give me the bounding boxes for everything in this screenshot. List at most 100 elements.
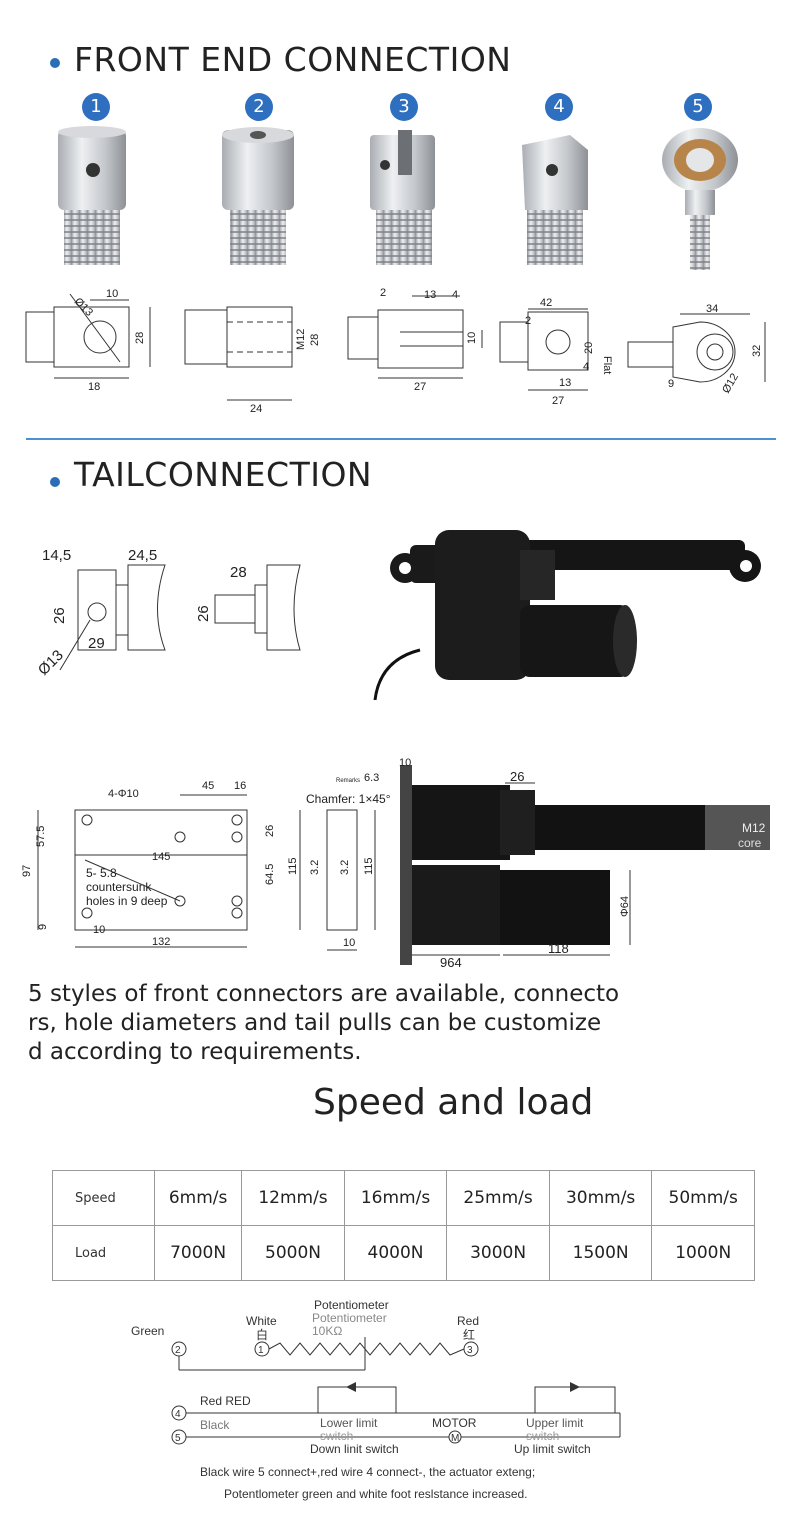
d4-a: 2 — [525, 315, 531, 327]
d4-flat-label: Flat — [601, 356, 613, 374]
m-csk1: 5- 5.8 — [86, 866, 117, 880]
d4-c: 4 — [583, 361, 589, 373]
connector-photo-5 — [662, 128, 738, 270]
description-line: 5 styles of front connectors are availab… — [28, 981, 620, 1007]
w-red-cn: 红 — [463, 1327, 475, 1342]
w-white-cn: 白 — [256, 1327, 268, 1342]
table-row: Load 7000N 5000N 4000N 3000N 1500N 1000N — [52, 1225, 755, 1281]
t1-dia: Ø13 — [35, 647, 67, 679]
m-s-label: Remarks — [336, 778, 360, 784]
description-line: d according to requirements. — [28, 1039, 362, 1065]
w-n5: 5 — [175, 1433, 181, 1444]
w-red-red: Red RED — [200, 1394, 251, 1408]
description-line: rs, hole diameters and tail pulls can be… — [28, 1010, 602, 1036]
m-64: 64.5 — [264, 864, 276, 885]
w-lower2: switch — [320, 1429, 353, 1443]
d1-len: 18 — [88, 381, 100, 393]
t1-b: 24,5 — [128, 547, 157, 564]
m-s-115: 115 — [363, 857, 375, 875]
badge-4: 4 — [545, 93, 573, 121]
table-cell: 7000N — [153, 1225, 243, 1281]
d4-top: 42 — [540, 297, 552, 309]
m-97: 97 — [21, 865, 33, 877]
w-down: Down linit switch — [310, 1442, 399, 1456]
d4-len: 27 — [552, 395, 564, 407]
badge-1: 1 — [82, 93, 110, 121]
w-up: Up limit switch — [514, 1442, 591, 1456]
d3-len: 27 — [414, 381, 426, 393]
m-s-10: 10 — [343, 937, 355, 949]
w-n4: 4 — [175, 1409, 181, 1420]
table-cell: 50mm/s — [651, 1170, 755, 1226]
d2-h: 28 — [309, 334, 321, 346]
table-cell: 3000N — [446, 1225, 550, 1281]
m-s-63: 6.3 — [364, 772, 379, 784]
m-core: core — [738, 836, 762, 850]
w-pot3: 10KΩ — [312, 1324, 342, 1338]
badge-2: 2 — [245, 93, 273, 121]
m-m118: 118 — [548, 941, 569, 956]
d5-top: 34 — [706, 303, 718, 315]
table-cell: 5000N — [241, 1225, 345, 1281]
w-n1: 1 — [258, 1345, 264, 1356]
w-green: Green — [131, 1324, 164, 1338]
m-45: 45 — [202, 780, 214, 792]
table-cell: 6mm/s — [153, 1170, 243, 1226]
t2-a: 28 — [230, 564, 247, 581]
w-pot: Potentiometer — [314, 1298, 389, 1312]
w-motor: MOTOR — [432, 1416, 477, 1430]
t1-d: 29 — [88, 635, 105, 652]
d1-dia: Ø13 — [72, 296, 95, 319]
m-m26: 26 — [510, 769, 524, 784]
bullet-icon — [50, 58, 60, 68]
w-black: Black — [200, 1418, 230, 1432]
d2-len: 24 — [250, 403, 262, 415]
t2-b: 26 — [195, 605, 212, 622]
connector-photo-4 — [522, 135, 588, 265]
m-hole: 4-Φ10 — [108, 788, 139, 800]
tail-drawings: 14,5 24,5 26 29 Ø13 28 26 — [35, 547, 301, 679]
w-note1: Black wire 5 connect+,red wire 4 connect… — [200, 1465, 535, 1479]
m-m10: 10 — [399, 757, 411, 769]
m-csk2: countersunk — [86, 880, 152, 894]
t1-a: 14,5 — [42, 547, 71, 564]
m-m12: M12 — [742, 821, 766, 835]
w-red: Red — [457, 1314, 479, 1328]
d3-c: 4 — [452, 289, 458, 301]
table-cell: 16mm/s — [343, 1170, 448, 1226]
d3-h: 10 — [466, 332, 478, 344]
connector-photo-3 — [370, 130, 435, 265]
w-upper1: Upper limit — [526, 1416, 584, 1430]
w-note2: Potentlometer green and white foot resls… — [224, 1487, 528, 1501]
table-cell: 12mm/s — [241, 1170, 345, 1226]
d4-b: 13 — [559, 377, 571, 389]
table-cell: 25mm/s — [446, 1170, 550, 1226]
bullet-icon — [50, 477, 60, 487]
d5-dia: Ø12 — [720, 371, 741, 395]
mounting-drawing: 4-Φ10 45 16 57.5 97 26 145 64.5 115 3.2 … — [21, 757, 770, 970]
m-32: 3.2 — [309, 860, 321, 875]
d3-a: 2 — [380, 287, 386, 299]
d3-b: 13 — [424, 289, 436, 301]
m-m964: 964 — [440, 955, 462, 970]
d4-flat: 20 — [583, 342, 595, 354]
w-n3: 3 — [467, 1345, 473, 1356]
connector-photos — [58, 126, 738, 270]
d5-a: 9 — [668, 378, 674, 390]
m-115: 115 — [287, 857, 299, 875]
front-drawings: Ø13 10 28 18 M12 28 24 2 13 4 10 27 42 2… — [25, 287, 766, 415]
m-10: 10 — [93, 924, 105, 936]
m-chamfer: Chamfer: 1×45° — [306, 792, 391, 806]
d2-m: M12 — [295, 329, 307, 350]
row-label: Speed — [52, 1170, 155, 1226]
description-paragraph: 5 styles of front connectors are availab… — [28, 980, 768, 1067]
w-n2: 2 — [175, 1345, 181, 1356]
m-9: 9 — [37, 924, 49, 930]
table-cell: 30mm/s — [548, 1170, 653, 1226]
w-pot2: Potentiometer — [312, 1311, 387, 1325]
w-motor-m: M — [451, 1433, 459, 1444]
badge-3: 3 — [390, 93, 418, 121]
m-26: 26 — [264, 825, 276, 837]
m-132: 132 — [152, 936, 170, 948]
m-s-32: 3.2 — [339, 860, 351, 875]
